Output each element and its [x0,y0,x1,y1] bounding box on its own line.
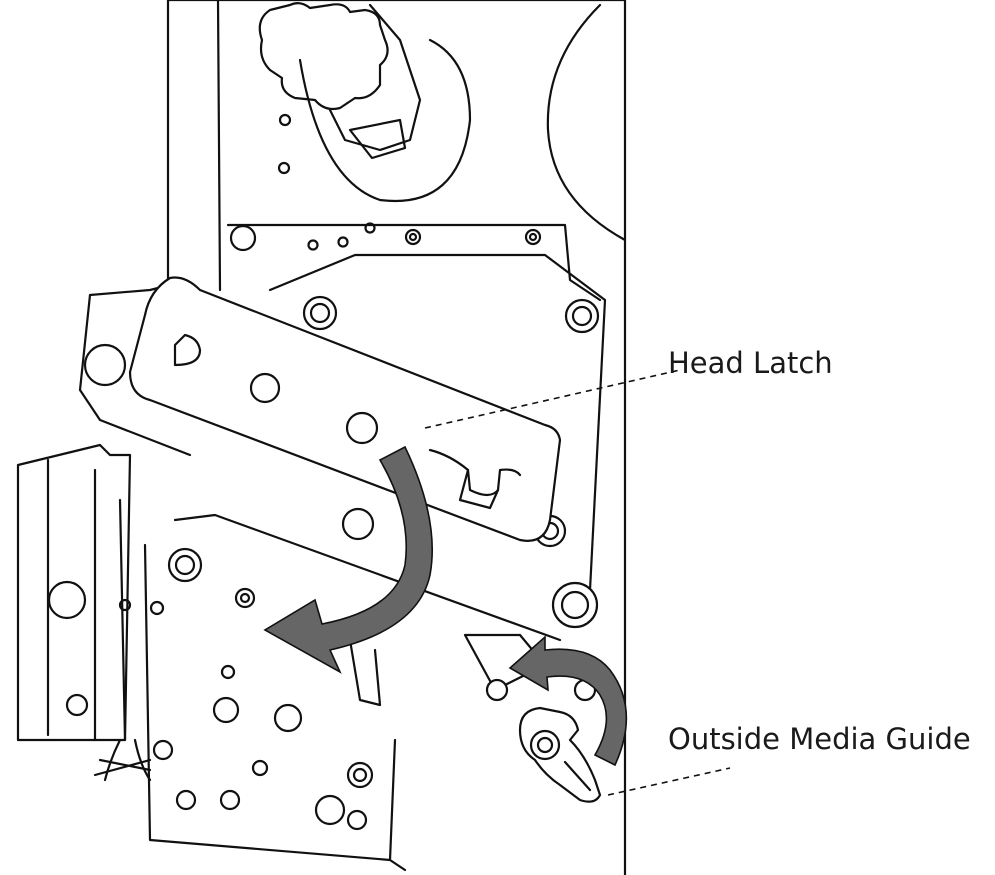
lower-plate [118,513,562,872]
platen-roller [463,581,599,702]
ribbon-roll [546,3,627,242]
print-head-assembly [16,283,192,782]
head-latch [128,276,562,542]
head-latch-rotation-arrow [263,445,433,674]
outside-media-guide [518,678,602,803]
outside-media-guide-label: Outside Media Guide [668,722,971,756]
outside-media-guide-leader-line [607,767,731,796]
head-latch-label: Head Latch [668,346,833,380]
ribbon-spindle [258,1,472,203]
media-guide-rotation-arrow [508,635,628,767]
